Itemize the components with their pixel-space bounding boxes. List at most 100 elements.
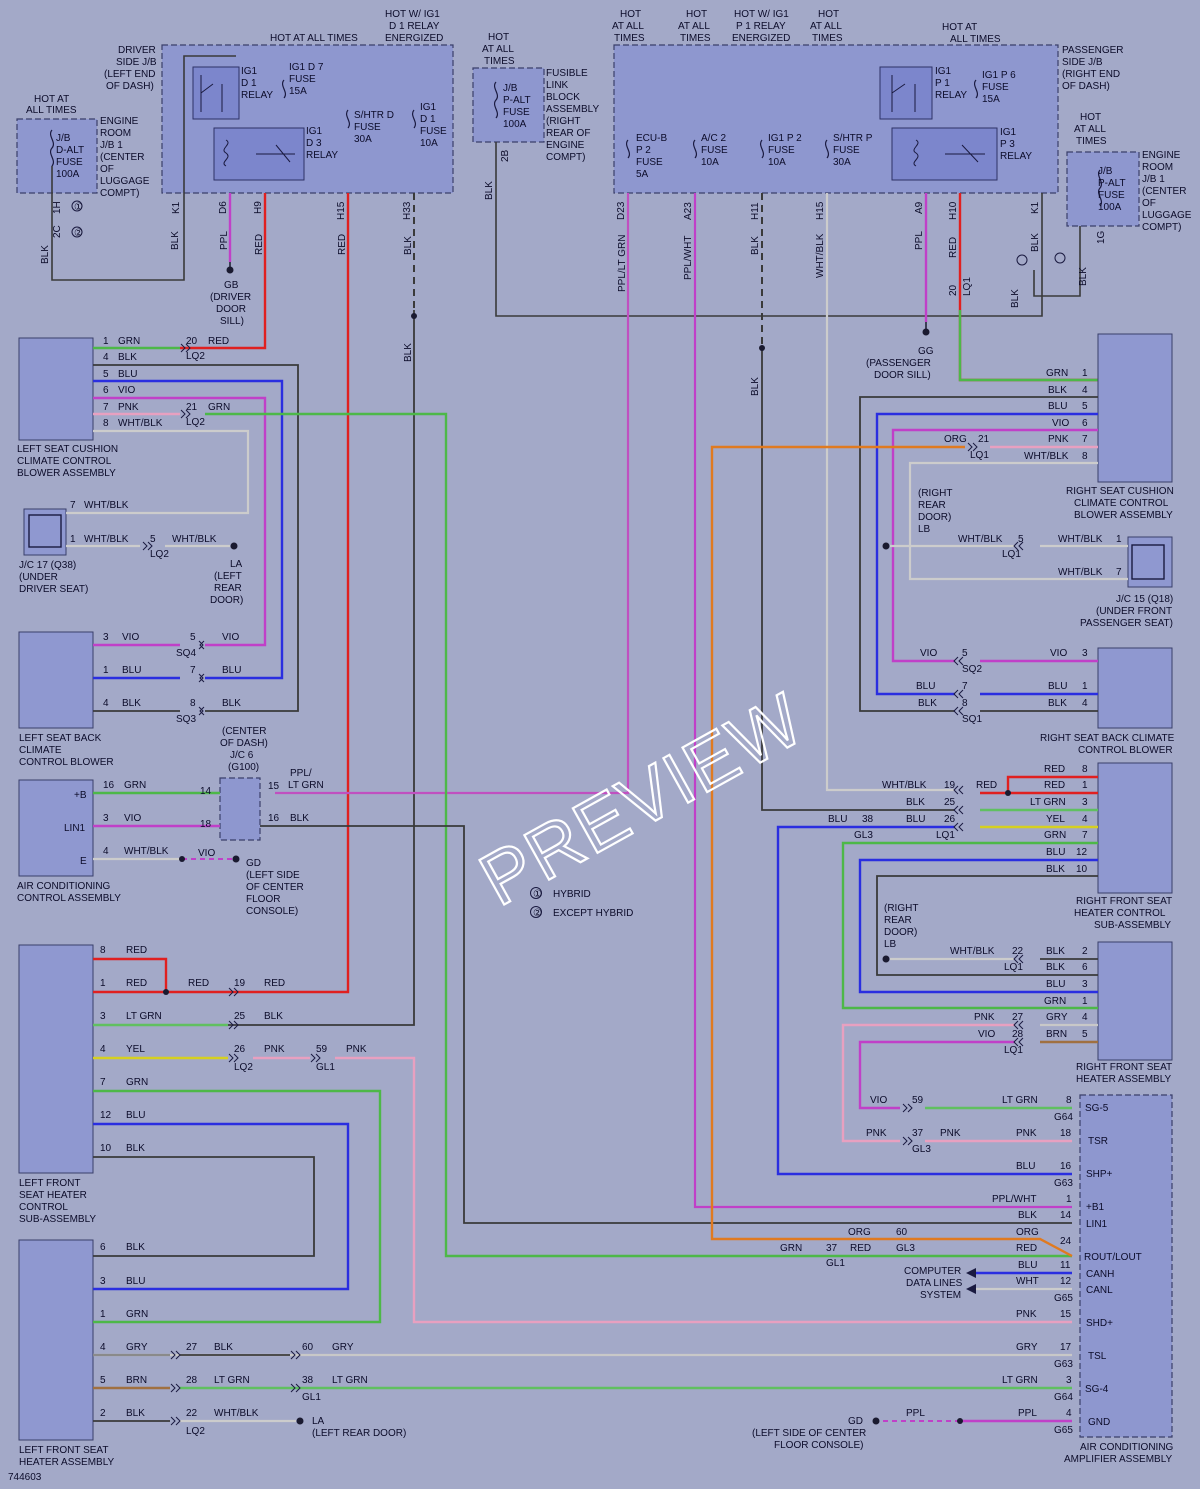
- svg-text:LT GRN: LT GRN: [126, 1011, 162, 1022]
- lq1-28-vio: [858, 1040, 1015, 1110]
- right-seat-back-box: [1097, 647, 1173, 729]
- svg-text:PPL: PPL: [219, 231, 230, 250]
- svg-text:VIO: VIO: [122, 632, 139, 643]
- svg-text:1: 1: [1082, 681, 1088, 692]
- svg-text:1: 1: [103, 665, 109, 676]
- svg-text:7: 7: [1082, 434, 1088, 445]
- svg-text:LT GRN: LT GRN: [332, 1375, 368, 1386]
- svg-text:BLK: BLK: [1018, 1210, 1037, 1221]
- svg-text:K1: K1: [171, 201, 182, 214]
- svg-text:H10: H10: [948, 201, 959, 220]
- lc-vio: [93, 396, 267, 647]
- svg-text:PNK: PNK: [1016, 1128, 1037, 1139]
- jc6-box: [219, 777, 261, 841]
- svg-text:RED: RED: [850, 1243, 871, 1254]
- svg-text:21: 21: [978, 434, 990, 445]
- svg-text:G63: G63: [1054, 1178, 1073, 1189]
- svg-text:SG-4: SG-4: [1085, 1384, 1109, 1395]
- svg-text:8: 8: [1066, 1095, 1072, 1106]
- svg-text:BLK: BLK: [1078, 267, 1089, 286]
- svg-text:H15: H15: [336, 201, 347, 220]
- svg-text:5: 5: [1082, 401, 1088, 412]
- svg-text:2: 2: [100, 1408, 106, 1419]
- svg-text:3: 3: [1082, 797, 1088, 808]
- svg-text:VIO: VIO: [1050, 648, 1067, 659]
- svg-text:14: 14: [1060, 1210, 1072, 1221]
- svg-text:LQ2: LQ2: [186, 351, 205, 362]
- svg-text:7: 7: [962, 681, 968, 692]
- svg-text:5: 5: [1082, 1029, 1088, 1040]
- svg-text:BLK: BLK: [484, 181, 495, 200]
- svg-text:BLK: BLK: [918, 698, 937, 709]
- svg-text:5: 5: [190, 632, 196, 643]
- svg-text:PPL/LT GRN: PPL/LT GRN: [288, 768, 324, 791]
- svg-text:LIN1: LIN1: [64, 823, 86, 834]
- svg-text:20: 20: [948, 284, 959, 296]
- svg-text:12: 12: [1060, 1276, 1072, 1287]
- svg-text:8: 8: [190, 698, 196, 709]
- svg-text:BLU: BLU: [126, 1276, 145, 1287]
- connector-symbols: [142, 343, 1024, 1426]
- svg-text:BLK: BLK: [170, 231, 181, 250]
- svg-text:GRN: GRN: [124, 780, 146, 791]
- ground-lb: [882, 542, 890, 550]
- relay-symbols: [200, 75, 985, 167]
- svg-text:WHT/BLK: WHT/BLK: [815, 233, 826, 278]
- svg-text:LQ1: LQ1: [1004, 1045, 1023, 1056]
- svg-text:WHT/BLK: WHT/BLK: [1058, 534, 1103, 545]
- legend-marks-top: ① ②: [71, 200, 1066, 266]
- splice-h33: [411, 313, 417, 319]
- svg-text:SQ3: SQ3: [176, 714, 196, 725]
- svg-text:RED: RED: [1016, 1243, 1037, 1254]
- svg-text:GRY: GRY: [1046, 1012, 1068, 1023]
- svg-text:SQ1: SQ1: [962, 714, 982, 725]
- rc-blu: [875, 412, 1098, 696]
- svg-text:WHT/BLK: WHT/BLK: [124, 846, 169, 857]
- svg-text:G64: G64: [1054, 1112, 1073, 1123]
- svg-text:LQ1: LQ1: [936, 830, 955, 841]
- gl1-59-pnk: [335, 1056, 1072, 1324]
- svg-text:BLK: BLK: [1048, 385, 1067, 396]
- top-wire-labels: BLK BLK PPL RED RED BLK BLK BLK PPL/LT G…: [40, 181, 1089, 396]
- svg-text:ORG: ORG: [944, 434, 967, 445]
- left-seat-cushion-box: [18, 337, 94, 441]
- svg-text:G64: G64: [1054, 1392, 1073, 1403]
- svg-text:6: 6: [1082, 962, 1088, 973]
- svg-text:3: 3: [100, 1011, 106, 1022]
- svg-text:BLK: BLK: [1010, 289, 1021, 308]
- lc-blk: [93, 364, 299, 712]
- ig1-p1-relay: [879, 66, 933, 120]
- svg-text:PNK: PNK: [1016, 1309, 1037, 1320]
- svg-text:11: 11: [1060, 1260, 1071, 1271]
- svg-text:WHT/BLK: WHT/BLK: [118, 418, 163, 429]
- svg-text:BLK: BLK: [126, 1408, 145, 1419]
- svg-text:GRN: GRN: [126, 1077, 148, 1088]
- svg-text:PNK: PNK: [974, 1012, 995, 1023]
- svg-text:27: 27: [186, 1342, 198, 1353]
- svg-text:YEL: YEL: [126, 1044, 145, 1055]
- svg-text:PNK: PNK: [1048, 434, 1069, 445]
- lf-blu-loop: [93, 1122, 350, 1291]
- svg-text:1: 1: [1116, 534, 1122, 545]
- svg-text:4: 4: [1082, 385, 1088, 396]
- svg-text:GL3: GL3: [854, 830, 873, 841]
- svg-text:LQ2: LQ2: [186, 417, 205, 428]
- svg-text:38: 38: [302, 1375, 314, 1386]
- svg-text:18: 18: [200, 819, 212, 830]
- svg-text:BLU: BLU: [126, 1110, 145, 1121]
- svg-text:BLU: BLU: [1018, 1260, 1037, 1271]
- h33-blk-wire: [228, 310, 415, 1026]
- svg-text:WHT/BLK: WHT/BLK: [882, 780, 927, 791]
